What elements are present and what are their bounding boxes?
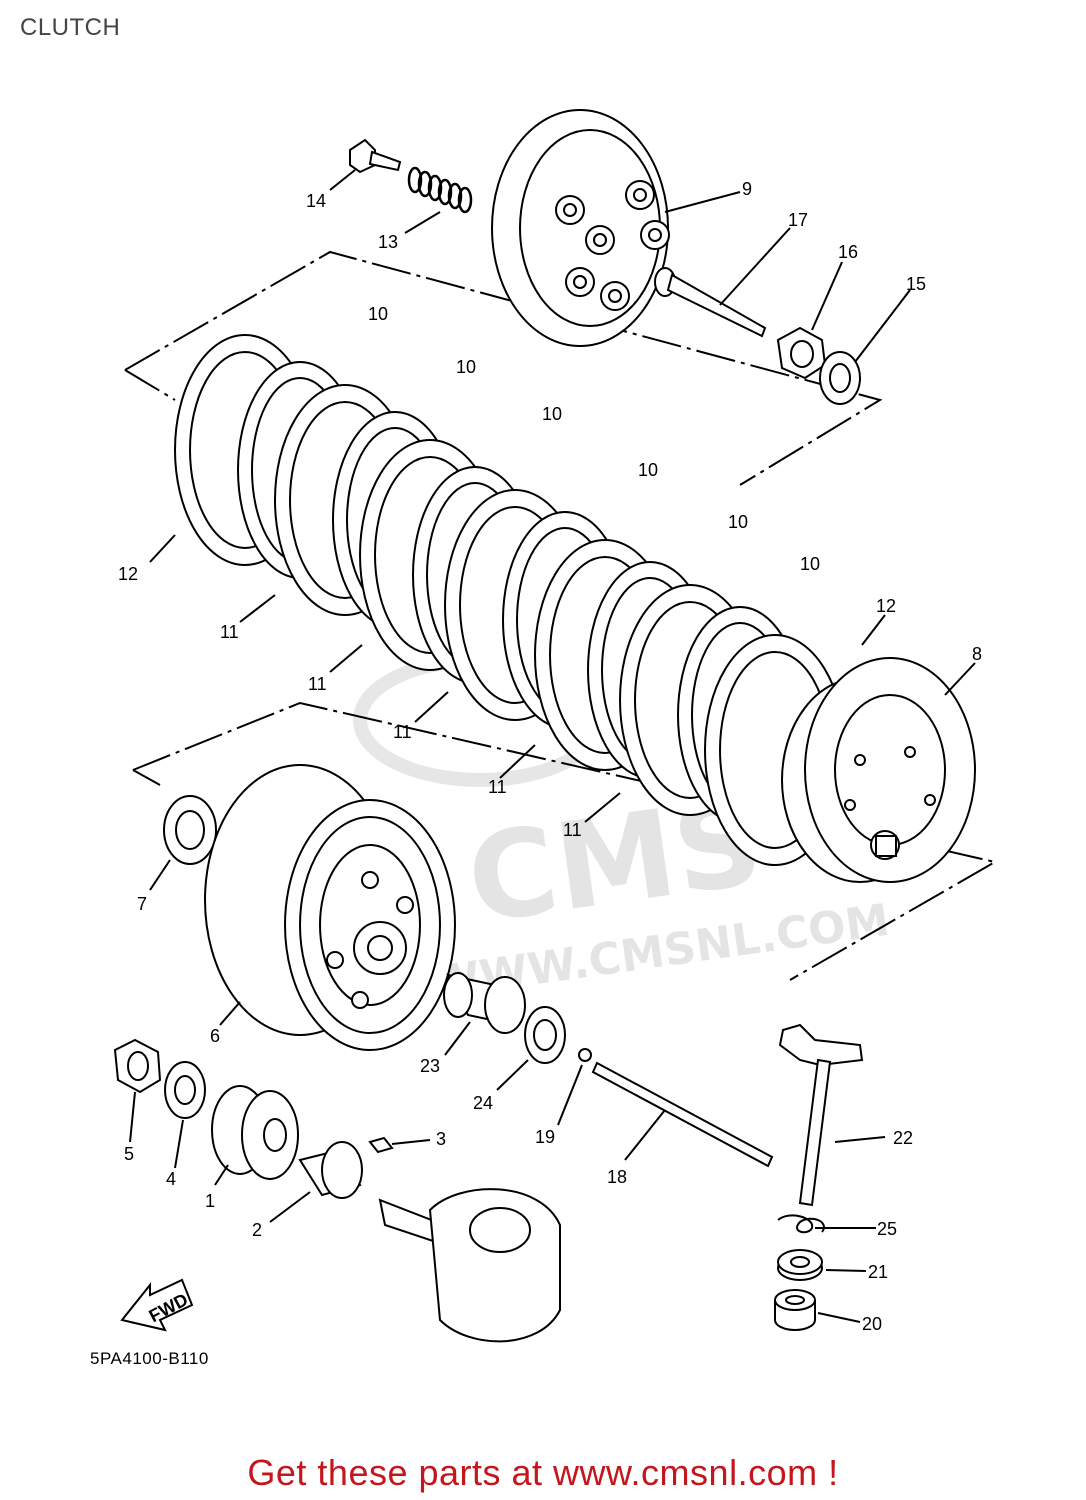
clutch-plate-stack (174, 334, 846, 866)
callout-22: 22 (893, 1128, 913, 1148)
callout-10: 10 (542, 404, 562, 424)
callout-3: 3 (436, 1129, 446, 1149)
callout-9: 9 (742, 179, 752, 199)
callout-12: 12 (876, 596, 896, 616)
diagram-title: CLUTCH (20, 14, 121, 41)
callout-20: 20 (862, 1314, 882, 1334)
callout-13: 13 (378, 232, 398, 252)
callout-10: 10 (728, 512, 748, 532)
washer-15 (819, 351, 861, 405)
spring-25 (777, 1214, 825, 1234)
gear-1 (211, 1085, 299, 1180)
callout-11: 11 (308, 674, 327, 694)
clutch-boss-8 (781, 657, 976, 883)
callout-1: 1 (205, 1191, 215, 1211)
crankshaft (378, 1188, 561, 1343)
callout-11: 11 (220, 622, 239, 642)
callout-12: 12 (118, 564, 138, 584)
callout-labels: 1 2 3 4 5 6 7 8 9 10 10 10 10 10 10 11 1… (118, 179, 982, 1334)
callout-2: 2 (252, 1220, 262, 1240)
callout-6: 6 (210, 1026, 220, 1046)
washer-4 (164, 1061, 206, 1119)
callout-16: 16 (838, 242, 858, 262)
leader-lines (129, 169, 976, 1323)
nut-16 (776, 326, 827, 380)
callout-17: 17 (788, 210, 808, 230)
callout-24: 24 (473, 1093, 493, 1113)
callout-21: 21 (868, 1262, 888, 1282)
callout-25: 25 (877, 1219, 897, 1239)
clutch-housing-6 (204, 764, 456, 1051)
drawing-code: 5PA4100-B110 (90, 1349, 209, 1368)
callout-10: 10 (368, 304, 388, 324)
callout-19: 19 (535, 1127, 555, 1147)
callout-11: 11 (563, 820, 582, 840)
callout-14: 14 (306, 191, 326, 211)
washer-24 (524, 1006, 566, 1064)
oil-seal-21 (777, 1249, 823, 1281)
collar-2 (298, 1141, 363, 1199)
callout-5: 5 (124, 1144, 134, 1164)
push-lever-22 (778, 1023, 864, 1207)
nut-5 (113, 1038, 162, 1094)
callout-11: 11 (488, 777, 507, 797)
callout-11: 11 (393, 722, 412, 742)
push-rod-17 (654, 267, 767, 338)
callout-18: 18 (607, 1167, 627, 1187)
forward-arrow-icon: FWD (120, 1278, 194, 1332)
spacer-23 (443, 972, 526, 1034)
key-3 (368, 1136, 394, 1154)
pressure-plate-9 (491, 109, 670, 347)
callout-15: 15 (906, 274, 926, 294)
push-rod-18 (591, 1061, 774, 1168)
washer-7 (163, 795, 217, 865)
callout-4: 4 (166, 1169, 176, 1189)
ball-19 (578, 1048, 592, 1062)
bearing-20 (774, 1289, 816, 1331)
callout-10: 10 (638, 460, 658, 480)
bolt-14 (349, 138, 402, 174)
callout-23: 23 (420, 1056, 440, 1076)
callout-7: 7 (137, 894, 147, 914)
callout-10: 10 (800, 554, 820, 574)
callout-10: 10 (456, 357, 476, 377)
callout-8: 8 (972, 644, 982, 664)
footer-link-text[interactable]: Get these parts at www.cmsnl.com ! (247, 1452, 839, 1493)
spring-13 (407, 166, 473, 214)
